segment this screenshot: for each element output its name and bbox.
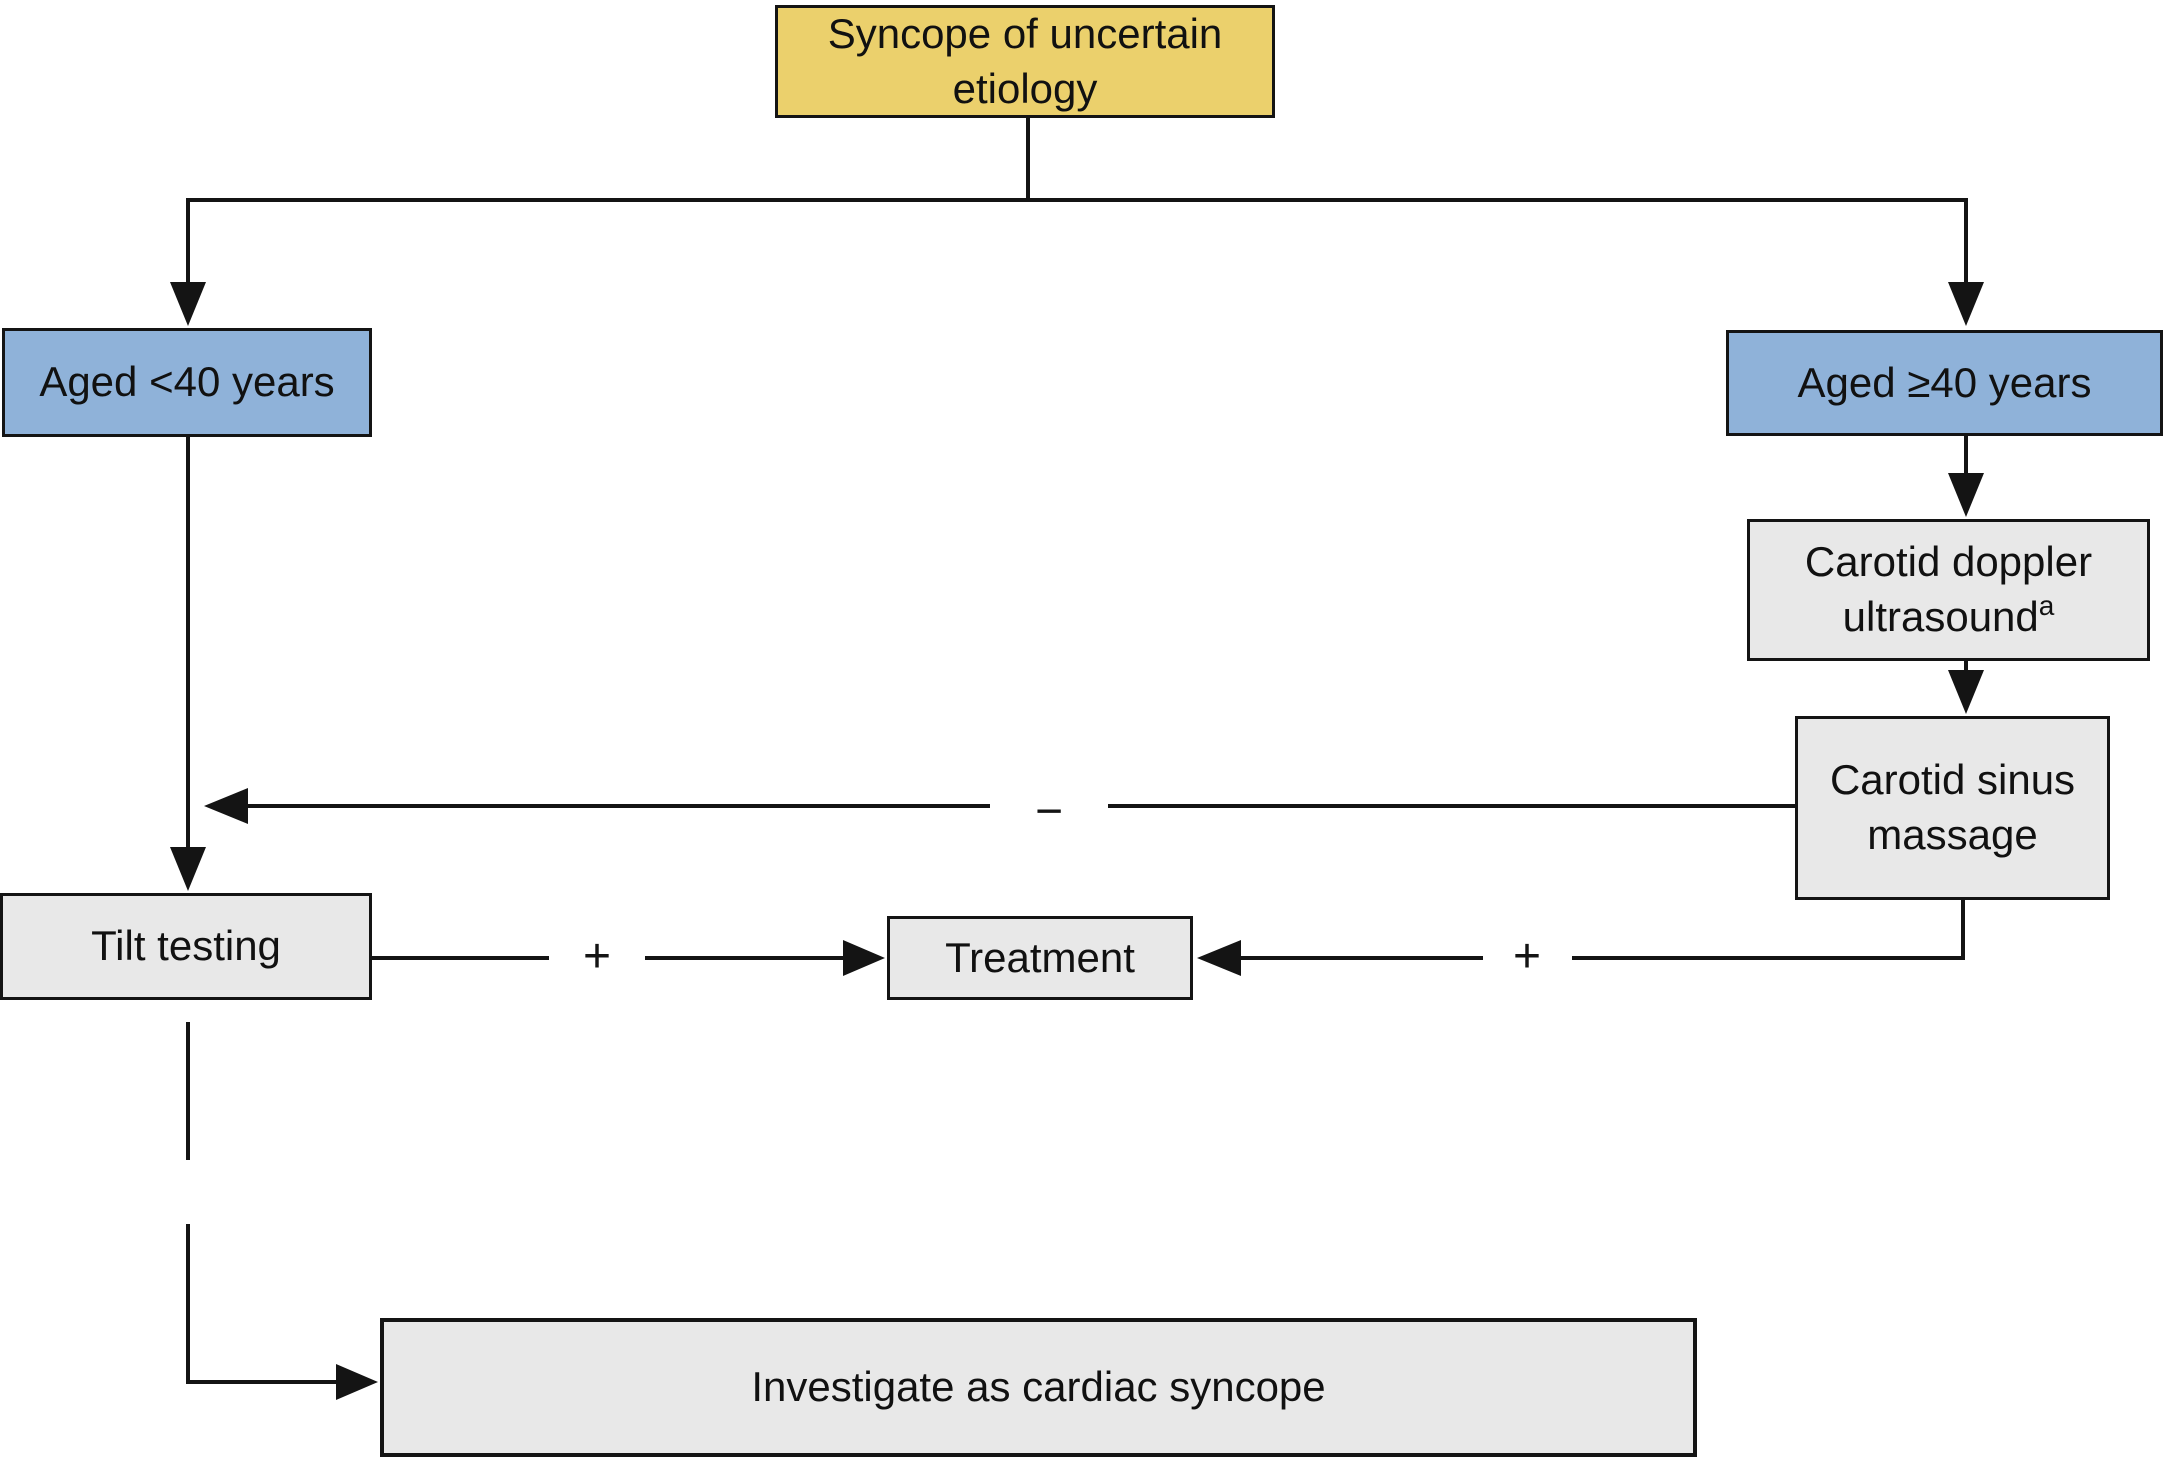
arrowhead-into-massage <box>1948 670 1984 714</box>
connector-ge40-to-doppler <box>1948 436 1984 517</box>
edge-label-massage-negative: − <box>1034 785 1064 838</box>
arrowhead-into-treatment-right <box>1197 940 1241 976</box>
edge-label-tilt-positive: + <box>582 930 612 983</box>
connector-massage-to-treatment <box>1197 900 1965 976</box>
connector-lt40-to-tilt <box>170 437 206 891</box>
arrowhead-into-aged-ge40 <box>1948 282 1984 326</box>
node-carotid-doppler-ultrasound: Carotid doppler ultrasounda <box>1747 519 2150 661</box>
node-syncope-of-uncertain-etiology: Syncope of uncertain etiology <box>775 5 1275 118</box>
node-label: Carotid sinus massage <box>1829 756 2076 858</box>
arrowhead-into-investigate <box>336 1364 378 1400</box>
node-label: Aged <40 years <box>39 358 335 406</box>
connector-doppler-to-massage <box>1948 661 1984 714</box>
arrowhead-into-tilt <box>170 847 206 891</box>
arrowhead-into-lt40-path <box>204 788 248 824</box>
footnote-marker-a: a <box>2038 590 2055 621</box>
node-investigate-as-cardiac-syncope: Investigate as cardiac syncope <box>380 1318 1697 1457</box>
connector-tilt-to-treatment <box>372 940 885 976</box>
connector-massage-negative-to-lt40-path <box>204 788 1795 824</box>
arrowhead-into-aged-lt40 <box>170 282 206 326</box>
node-label: Tilt testing <box>91 922 281 970</box>
node-label: Investigate as cardiac syncope <box>751 1363 1326 1411</box>
connector-tilt-to-investigate <box>186 1022 378 1400</box>
node-aged-under-40: Aged <40 years <box>2 328 372 437</box>
node-carotid-sinus-massage: Carotid sinus massage <box>1795 716 2110 900</box>
node-treatment: Treatment <box>887 916 1193 1000</box>
connector-syncope-to-branches <box>170 118 1984 326</box>
node-label: Treatment <box>945 933 1135 981</box>
node-aged-40-or-over: Aged ≥40 years <box>1726 330 2163 436</box>
edge-label-massage-positive: + <box>1512 930 1542 983</box>
arrowhead-into-doppler <box>1948 473 1984 517</box>
node-tilt-testing: Tilt testing <box>0 893 372 1000</box>
node-label: Syncope of uncertain etiology <box>827 9 1223 112</box>
node-label: Carotid doppler ultrasounda <box>1804 538 2093 640</box>
node-label: Aged ≥40 years <box>1797 358 2092 406</box>
arrowhead-into-treatment-left <box>843 940 885 976</box>
